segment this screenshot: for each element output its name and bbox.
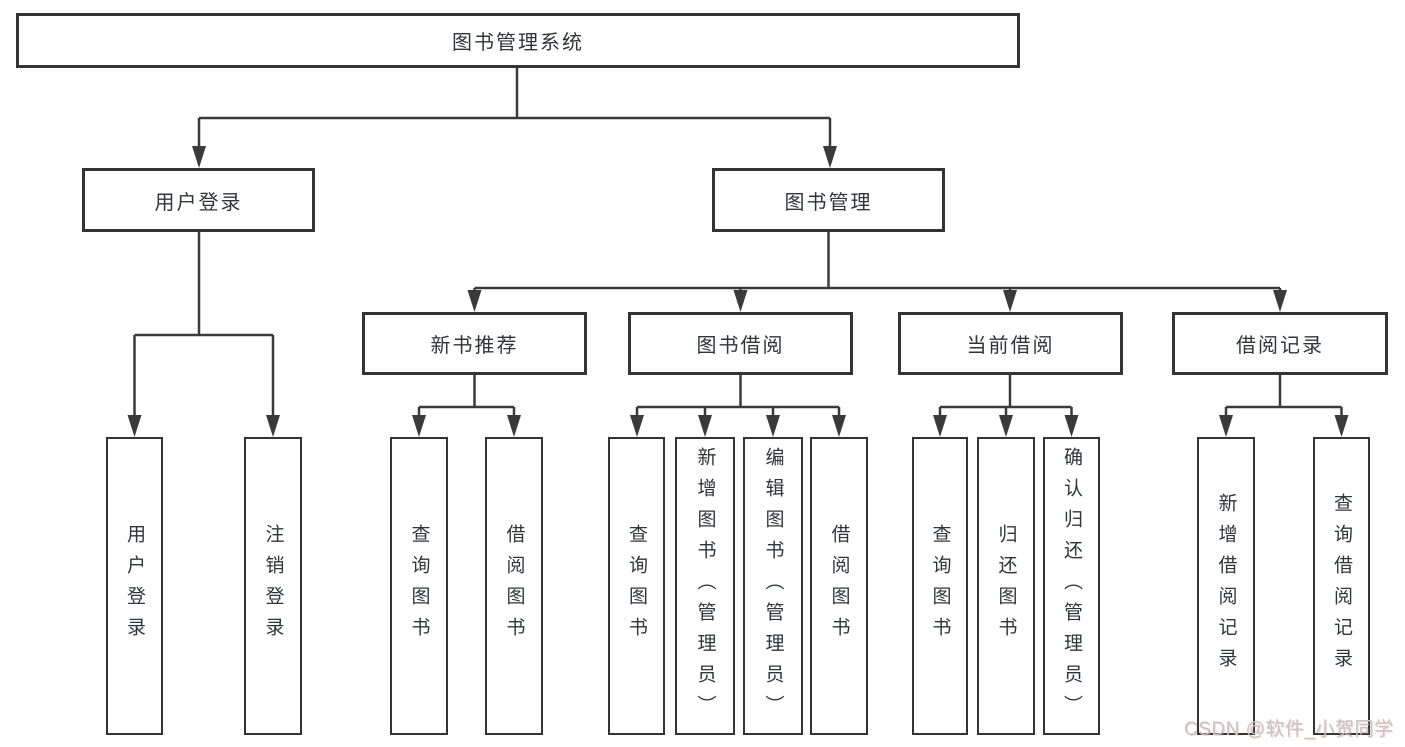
diagram-node-label: 新增图书（管理员） [694,446,716,726]
diagram-node-v-add-book: 新增图书（管理员） [675,437,735,735]
arrowhead-icon [1064,415,1079,437]
diagram-node-v-query-book-newrec: 查询图书 [390,437,448,735]
arrowhead-icon [1273,290,1287,312]
diagram-node-root: 图书管理系统 [16,13,1020,68]
diagram-node-label: 新增借阅记录 [1215,493,1237,679]
arrowhead-icon [698,415,712,437]
diagram-node-v-logout: 注销登录 [244,437,302,735]
diagram-node-label: 确认归还（管理员） [1061,446,1082,726]
diagram-node-v-confirm-return: 确认归还（管理员） [1043,437,1100,735]
arrowhead-icon [1003,290,1017,312]
diagram-node-label: 图书借阅 [696,335,785,357]
diagram-node-v-add-borrow-record: 新增借阅记录 [1197,437,1255,735]
diagram-node-book-borrow: 图书借阅 [628,312,853,375]
diagram-node-borrow-records: 借阅记录 [1172,312,1388,375]
arrowhead-icon [127,415,142,437]
diagram-node-label: 查询借阅记录 [1331,493,1352,679]
arrowhead-icon [412,415,426,437]
watermark: CSDN @软件_小贺同学 [1184,719,1394,740]
diagram-node-label: 新书推荐 [430,335,519,357]
diagram-node-label: 用户登录 [124,524,145,648]
arrowhead-icon [630,415,644,437]
diagram-node-label: 查询图书 [626,524,647,648]
diagram-node-label: 查询图书 [929,524,951,648]
diagram-node-label: 借阅图书 [503,524,525,648]
diagram-node-new-book-rec: 新书推荐 [362,312,587,375]
diagram-node-label: 归还图书 [995,524,1017,648]
arrowhead-icon [266,415,280,437]
arrowhead-icon [467,290,482,312]
arrowhead-icon [1334,415,1349,437]
diagram-node-v-borrow-book-newrec: 借阅图书 [485,437,543,735]
diagram-node-label: 借阅记录 [1236,335,1324,357]
diagram-node-label: 借阅图书 [828,524,850,648]
diagram-node-label: 图书管理系统 [452,32,584,54]
arrowhead-icon [1219,415,1233,437]
diagram-node-label: 图书管理 [784,191,873,214]
arrowhead-icon [733,290,748,312]
diagram-node-v-query-borrow-record: 查询借阅记录 [1313,437,1370,735]
diagram-node-v-borrow-book-borrow: 借阅图书 [810,437,868,735]
arrowhead-icon [933,415,947,437]
diagram-node-v-query-book-current: 查询图书 [912,437,968,735]
diagram-node-label: 当前借阅 [966,335,1055,357]
diagram-node-v-user-login: 用户登录 [106,437,163,735]
diagram-node-current-borrow: 当前借阅 [898,312,1123,375]
diagram-node-user-login: 用户登录 [82,168,315,232]
diagram-node-label: 编辑图书（管理员） [762,446,784,726]
diagram-node-label: 用户登录 [154,191,243,214]
diagram-node-v-return-book: 归还图书 [977,437,1035,735]
arrowhead-icon [999,415,1013,437]
diagram-node-v-query-book-borrow: 查询图书 [608,437,665,735]
arrowhead-icon [507,415,521,437]
diagram-node-label: 注销登录 [262,524,284,648]
diagram-node-v-edit-book: 编辑图书（管理员） [743,437,803,735]
diagram-node-book-mgmt: 图书管理 [712,168,945,232]
arrowhead-icon [823,146,837,168]
arrowhead-icon [766,415,780,437]
arrowhead-icon [832,415,846,437]
diagram-node-label: 查询图书 [408,524,430,648]
arrowhead-icon [192,146,206,168]
